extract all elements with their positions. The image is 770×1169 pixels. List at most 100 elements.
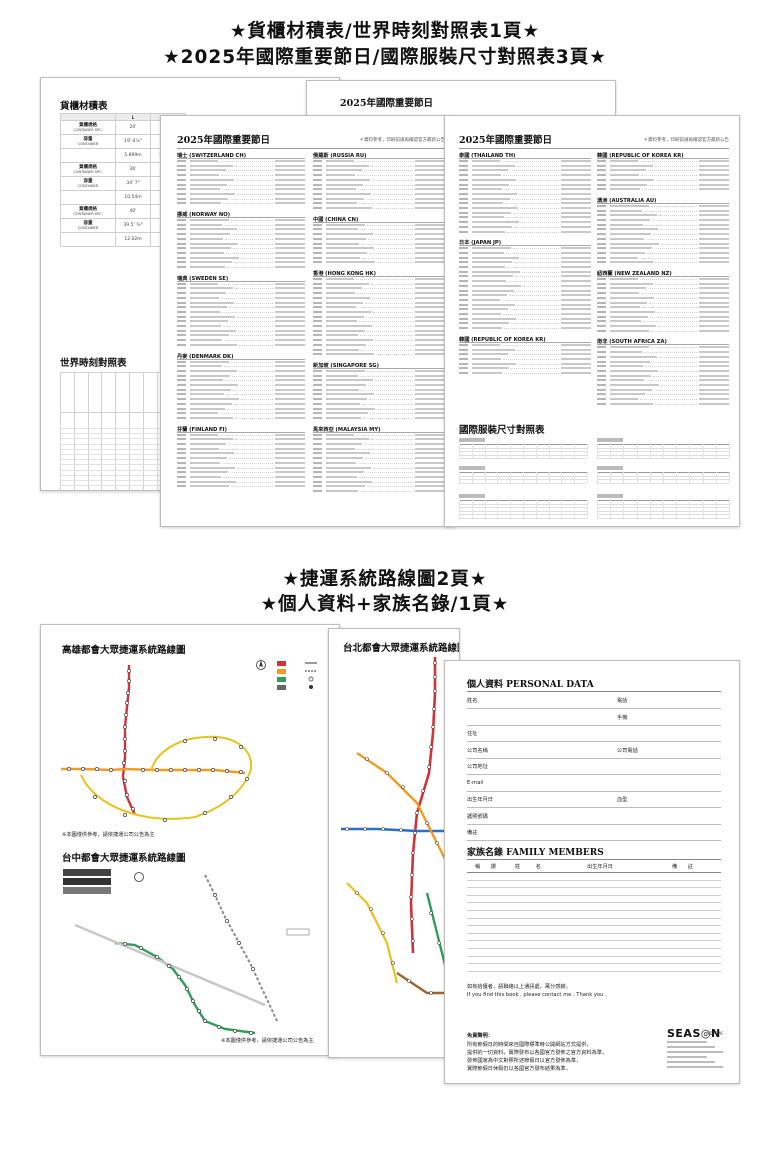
- container-row-label-sub: CONTAINER SPC.: [73, 211, 103, 216]
- size-chart-title: 國際服裝尺寸對照表: [459, 425, 545, 436]
- container-row-label-sub: CONTAINER SPC.: [73, 127, 103, 132]
- holiday-section-2: 香港 (HONG KONG HK): [313, 271, 377, 277]
- holiday-section-0: 韓國 (REPUBLIC OF KOREA KR): [597, 153, 684, 159]
- metro-station: [155, 768, 159, 772]
- found-note-en: If you find this book , please contact m…: [467, 992, 607, 998]
- taipei-metro-map: [341, 657, 459, 1014]
- metro-station: [239, 770, 243, 774]
- metro-station: [251, 967, 255, 971]
- metro-station: [381, 931, 385, 935]
- metro-station: [225, 919, 229, 923]
- holiday-section-4: 芬蘭 (FINLAND FI): [177, 426, 227, 433]
- metro-station: [365, 757, 369, 761]
- metro-station: [197, 1009, 201, 1013]
- metro-station: [191, 999, 195, 1003]
- metro-station: [177, 975, 181, 979]
- holiday-page-1: 2025年國際重要節日 ＊資料參考，印刷前請再確認官方最新公告 瑞士 (SWIT…: [160, 115, 456, 527]
- metro-station: [229, 795, 233, 799]
- container-row-label-main: 貨櫃規格: [79, 122, 97, 128]
- taichung-metro-title: 台中都會大眾捷運系統路線圖: [62, 853, 186, 864]
- holiday-section-2: 紐西蘭 (NEW ZEALAND NZ): [597, 271, 672, 277]
- holiday-section-1: 挪威 (NORWAY NO): [177, 212, 230, 218]
- metro-station: [67, 767, 71, 771]
- disclaimer-line-4: 實際節假日休假仍以各國官方發布結果為準，: [467, 1066, 571, 1072]
- metro-station: [141, 768, 145, 772]
- container-row-l: 40': [115, 204, 151, 219]
- metro-station: [127, 679, 131, 683]
- holiday-section-1: 澳洲 (AUSTRALIA AU): [597, 197, 657, 204]
- metro-station: [155, 955, 159, 959]
- kaohsiung-metro-title: 高雄都會大眾捷運系統路線圖: [62, 645, 186, 656]
- holiday-section-1: 中國 (CHINA CN): [313, 216, 359, 223]
- metro-station: [427, 765, 431, 769]
- holiday-section-0: 泰國 (THAILAND TH): [459, 153, 516, 159]
- personal-field-label: 血型: [617, 797, 628, 803]
- metro-station: [409, 895, 413, 899]
- metro-station: [413, 831, 417, 835]
- metro-station: [433, 689, 437, 693]
- holiday-section-3: 新加坡 (SINGAPORE SG): [313, 362, 379, 369]
- metro-station: [203, 1019, 207, 1023]
- kaohsiung-metro-map: [61, 660, 317, 822]
- metro-station: [183, 739, 187, 743]
- holiday-section-3: 丹麥 (DENMARK DK): [177, 353, 234, 360]
- container-row-label-sub: CONTAINER SPC.: [73, 169, 103, 174]
- holiday-back-title: 2025年國際重要節日: [340, 98, 433, 109]
- family-column-header: 姓 名: [515, 864, 541, 870]
- disclaimer-line-3: 發佈國家為中文對照所述節假日以官方發佈為準，: [467, 1058, 582, 1064]
- container-row-label-main: 容量: [83, 178, 93, 184]
- metro-station: [239, 745, 243, 749]
- taichung-metro-map: [63, 869, 310, 1035]
- metro-station: [183, 768, 187, 772]
- brand-info-lines: [667, 1041, 727, 1071]
- container-row-l: 5.899m: [115, 148, 151, 163]
- metro-station: [123, 813, 127, 817]
- personal-field-label: 電話: [617, 698, 628, 704]
- metro-station: [381, 827, 385, 831]
- metro-station: [81, 767, 85, 771]
- holiday-section-3: 南非 (SOUTH AFRICA ZA): [597, 339, 667, 346]
- size-chart-left: [459, 438, 588, 522]
- container-row-label-main: 容量: [83, 136, 93, 142]
- personal-field-label: 手機: [617, 714, 628, 721]
- metro-station: [355, 891, 359, 895]
- container-row-label: [60, 190, 116, 205]
- holiday-section-1: 日本 (JAPAN JP): [459, 240, 502, 247]
- metro-station: [399, 828, 403, 832]
- metro-station: [385, 771, 389, 775]
- metro-station: [139, 946, 143, 950]
- metro-station: [124, 713, 128, 717]
- metro-station: [432, 707, 436, 711]
- container-row-l: 39.5' ⅜": [115, 218, 151, 233]
- brand-code: YD2026: [707, 1031, 723, 1036]
- metro-station: [127, 669, 131, 673]
- metro-station: [249, 1031, 253, 1035]
- holiday-page2-right-column: 韓國 (REPUBLIC OF KOREA KR) 澳洲 (AUSTRALIA A…: [597, 152, 729, 412]
- family-column-header: 出生年月日: [587, 864, 613, 870]
- metro-station: [93, 795, 97, 799]
- container-row-label-main: 貨櫃規格: [79, 206, 97, 212]
- family-members-table: 稱 謂姓 名出生年月日備 註: [467, 860, 721, 975]
- personal-field-label: 護照號碼: [467, 813, 488, 820]
- metro-taipei-page: 台北都會大眾捷運系統路線圖: [328, 628, 460, 1058]
- metro-station: [95, 767, 99, 771]
- holiday-page-2: 2025年國際重要節日 ＊資料參考，印刷前請再確認官方最新公告 泰國 (THAI…: [444, 115, 740, 527]
- heading-line-3: ★捷運系統路線圖2頁★: [282, 569, 488, 590]
- personal-field-label: 公司地址: [467, 764, 488, 770]
- holiday-section-4: 馬來西亞 (MALAYSIA MY): [313, 426, 381, 433]
- metro-station: [391, 961, 395, 965]
- container-row-l: 34' 7": [115, 176, 151, 191]
- metro-station: [123, 779, 127, 783]
- metro-kaohsiung-taichung-page: 高雄都會大眾捷運系統路線圖 ※本圖僅供參考，請依捷運公司公告為主 台中都會大眾捷…: [40, 624, 340, 1056]
- container-row-label-main: 容量: [83, 220, 93, 226]
- personal-field-label: E-mail: [467, 779, 484, 786]
- metro-station: [433, 661, 437, 665]
- size-chart-right: [597, 438, 730, 522]
